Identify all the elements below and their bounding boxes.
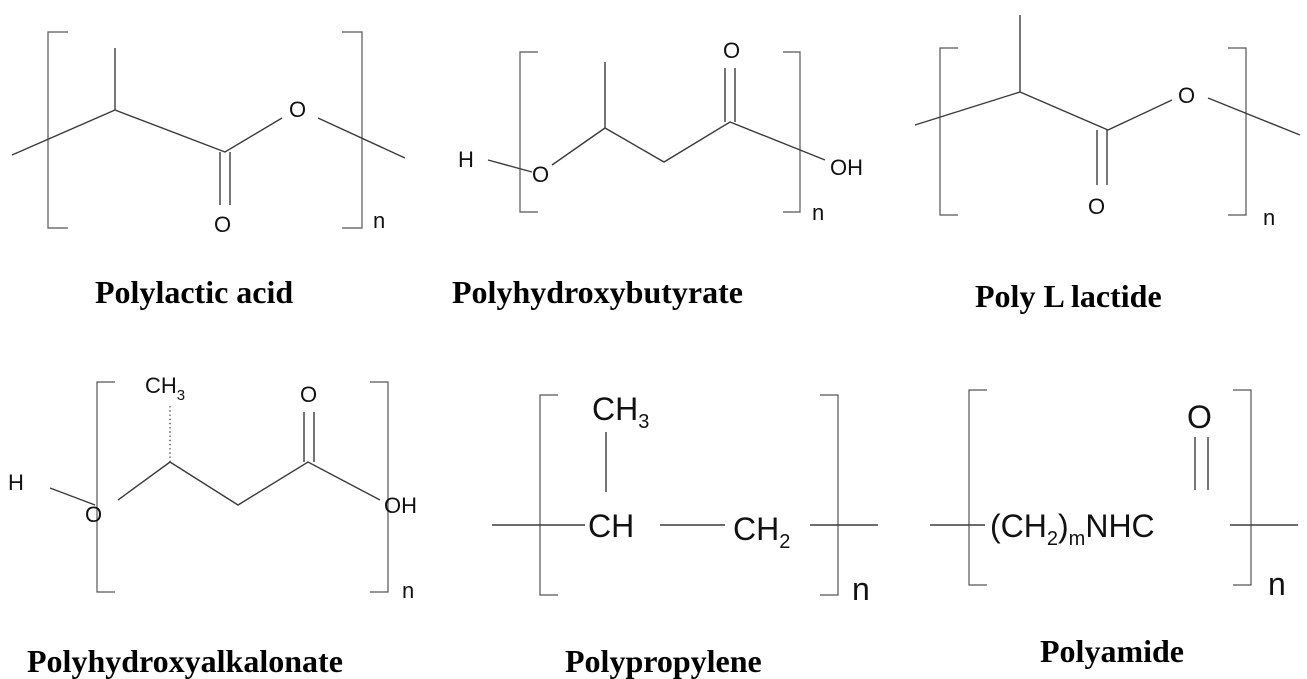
methyl-group: CH3 [592, 391, 649, 433]
left-bracket [47, 31, 68, 229]
repeat-n: n [1268, 566, 1286, 602]
structure-poly-l-lactide: O O n Poly L lactide [914, 15, 1301, 314]
structure-polyhydroxyalkalonate: CH3 H O O OH n Polyhydroxyalkalonate [8, 373, 417, 679]
ester-oxygen: O [289, 97, 306, 122]
backbone-bond [117, 461, 381, 506]
right-bracket [820, 394, 839, 596]
left-bracket [96, 381, 115, 593]
structure-name: Polyamide [1040, 633, 1184, 669]
structure-polypropylene: CH3 CH CH2 n Polypropylene [492, 391, 878, 679]
structure-name: Poly L lactide [975, 278, 1162, 314]
left-bracket [968, 389, 987, 586]
backbone-bond [551, 121, 826, 166]
structure-name: Polyhydroxybutyrate [452, 274, 743, 310]
structure-polyamide: O (CH2)mNHC n Polyamide [930, 389, 1298, 669]
ether-oxygen: O [85, 502, 102, 527]
left-bracket [519, 51, 538, 213]
left-bracket [539, 394, 558, 596]
carbonyl-oxygen: O [723, 38, 740, 63]
backbone-bond [914, 91, 1173, 131]
carbonyl-oxygen: O [1088, 194, 1105, 219]
methine-group: CH [588, 508, 634, 544]
backbone-bond [11, 109, 283, 156]
right-bracket [1228, 47, 1247, 216]
repeat-n: n [852, 571, 870, 607]
ether-oxygen: O [532, 162, 549, 187]
left-bracket [939, 47, 958, 216]
carbonyl-oxygen: O [300, 382, 317, 407]
right-bracket [783, 51, 801, 213]
ester-oxygen: O [1178, 83, 1195, 108]
structure-name: Polyhydroxyalkalonate [27, 643, 343, 679]
ester-bond [317, 117, 406, 159]
structure-name: Polylactic acid [95, 274, 293, 310]
right-bracket [1233, 389, 1252, 586]
h-o-bond [487, 159, 533, 173]
repeat-n: n [402, 578, 414, 603]
methyl-group: CH3 [145, 373, 185, 404]
right-bracket [370, 381, 389, 593]
repeat-n: n [373, 208, 385, 233]
structure-polyhydroxybutyrate: H O O OH n Polyhydroxybutyrate [452, 38, 863, 310]
repeat-n: n [1263, 205, 1275, 230]
methylene-group: CH2 [733, 511, 790, 553]
hydroxyl-group: OH [830, 155, 863, 180]
hydrogen: H [8, 470, 24, 495]
structure-name: Polypropylene [565, 643, 762, 679]
repeat-n: n [812, 200, 824, 225]
h-o-bond [49, 487, 96, 506]
amide-chain: (CH2)mNHC [990, 508, 1155, 550]
carbonyl-oxygen: O [214, 212, 231, 237]
carbonyl-oxygen: O [1187, 399, 1212, 435]
hydrogen: H [458, 147, 474, 172]
right-bracket [342, 31, 363, 229]
structure-polylactic-acid: O O n Polylactic acid [11, 31, 406, 310]
hydroxyl-group: OH [384, 493, 417, 518]
ester-bond [1207, 97, 1301, 136]
